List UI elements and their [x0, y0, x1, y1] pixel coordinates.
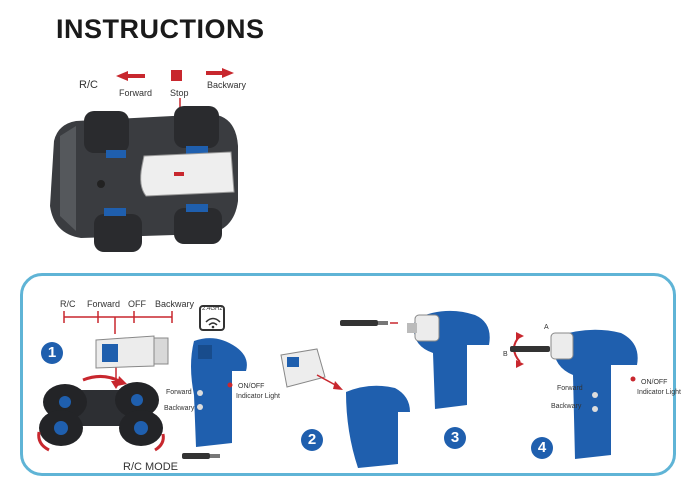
rc-label: R/C	[79, 79, 98, 91]
forward-label: Forward	[119, 88, 153, 98]
remote4-forward-label: Forward	[557, 385, 583, 392]
switch-off-label: OFF	[128, 299, 146, 309]
screwdriver-step3-image	[407, 310, 490, 409]
remote1-onoff-label: ON/OFF	[238, 383, 265, 390]
rotation-b-label: B	[503, 351, 508, 358]
backward-label: Backwary	[207, 80, 247, 90]
switch-backward-label: Backwary	[155, 299, 195, 309]
car-assembled-image	[37, 375, 165, 452]
remote4-backward-label: Backwary	[551, 403, 582, 410]
remote-control-image-1	[191, 338, 247, 447]
battery-pack-image	[95, 335, 169, 369]
rc-mode-label: R/C MODE	[123, 461, 178, 473]
step-3-badge: 3	[444, 427, 466, 449]
remote-body-step2-image	[346, 385, 410, 468]
screwdriver-step4-image	[550, 329, 638, 459]
rotation-ab-diagram	[510, 332, 550, 368]
remote4-onoff-label: ON/OFF	[641, 379, 668, 386]
battery-pack-step2-image	[280, 348, 343, 390]
step-4-badge: 4	[531, 437, 553, 459]
rotation-a-label: A	[544, 324, 549, 331]
wifi-label: 2.4GHz	[202, 306, 223, 312]
wifi-2.4ghz-icon: 2.4GHz	[199, 305, 225, 331]
remote1-forward-label: Forward	[166, 389, 192, 396]
forward-arrow-icon	[116, 71, 145, 81]
switch-forward-label: Forward	[87, 299, 121, 309]
backward-arrow-icon	[206, 68, 234, 78]
stop-square-icon	[171, 70, 182, 81]
screwdriver-bit-image	[182, 453, 220, 459]
switch-rc-label: R/C	[60, 299, 76, 309]
stop-label: Stop	[170, 88, 189, 98]
remote4-indicator-label: Indicator Light	[637, 389, 681, 396]
car-top-view-image	[50, 106, 238, 252]
step-1-badge: 1	[41, 342, 63, 364]
instruction-panel	[20, 273, 676, 476]
page-title: INSTRUCTIONS	[56, 14, 265, 44]
screwdriver-bit-step3-image	[340, 320, 398, 326]
remote1-backward-label: Backwary	[164, 405, 195, 412]
remote1-indicator-label: Indicator Light	[236, 393, 280, 400]
step-2-badge: 2	[301, 429, 323, 451]
